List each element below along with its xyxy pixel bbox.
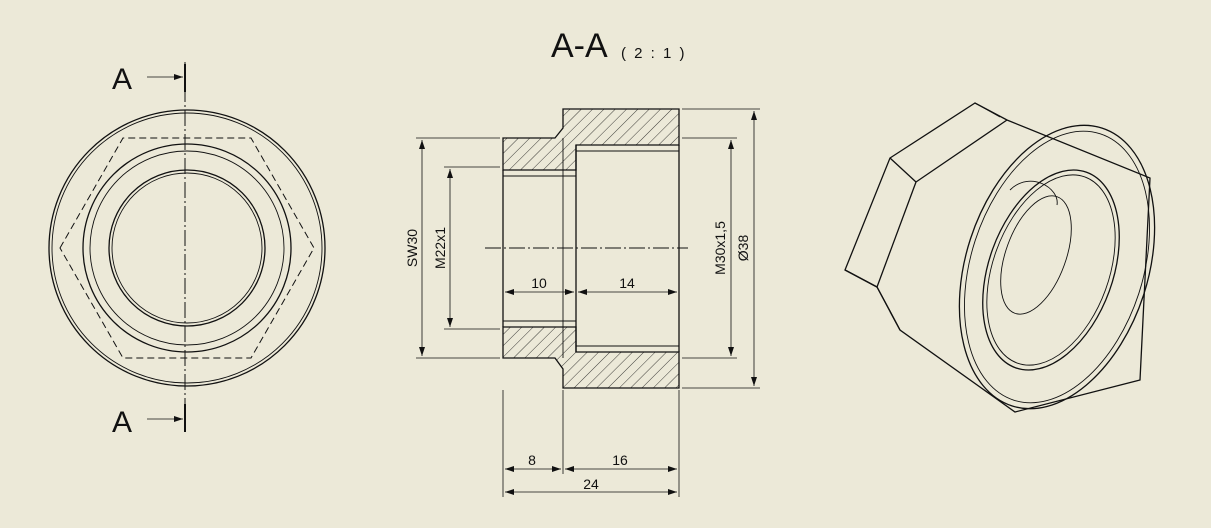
section-wall-top [502, 108, 680, 171]
bore-circle [108, 169, 266, 327]
bore-inner-step [1009, 180, 1058, 206]
hex-edge-2 [915, 119, 1008, 183]
section-title-text: A-A [551, 27, 608, 65]
dim-outer-diameter: Ø38 [735, 235, 751, 262]
cylinder-outer-face [958, 124, 1156, 410]
section-scale-text: ( 2 : 1 ) [621, 45, 687, 62]
outer-chamfer-circle [51, 112, 323, 384]
section-wall-bottom [502, 326, 680, 389]
dim-inner-thread: M22x1 [432, 227, 448, 269]
dim-outer-thread: M30x1,5 [712, 221, 728, 275]
hex-edge-5 [876, 286, 901, 331]
hidden-hexagon [59, 137, 315, 359]
bore-chamfer [986, 174, 1116, 366]
dim-step-large: 16 [612, 452, 628, 468]
hex-edge-3 [876, 181, 917, 288]
front-view: A A [48, 62, 326, 439]
bore-inner-circle [111, 172, 263, 324]
thread-circle [82, 143, 292, 353]
bore-inner-thread [1000, 195, 1072, 315]
cut-label-top: A [112, 63, 132, 96]
cut-label-bottom: A [112, 406, 132, 439]
thread-inner-circle [89, 150, 285, 346]
cylinder-chamfer [964, 130, 1150, 404]
outer-circle [48, 109, 326, 387]
section-title: A-A ( 2 : 1 ) [551, 27, 687, 65]
hex-body-outline [844, 102, 1151, 413]
dim-bore-depth-large: 14 [619, 275, 635, 291]
hex-edge-6 [974, 102, 1001, 118]
dim-bore-depth-small: 10 [531, 275, 547, 291]
hex-edge-1 [889, 157, 917, 183]
bore-opening [982, 169, 1120, 371]
section-view: SW30 M22x1 M30x1,5 Ø38 10 14 8 16 24 [404, 108, 760, 497]
dim-total-length: 24 [583, 476, 599, 492]
isometric-view [844, 102, 1156, 413]
dim-step-small: 8 [528, 452, 536, 468]
hex-edge-4 [844, 269, 878, 288]
dim-across-flats: SW30 [404, 229, 420, 267]
